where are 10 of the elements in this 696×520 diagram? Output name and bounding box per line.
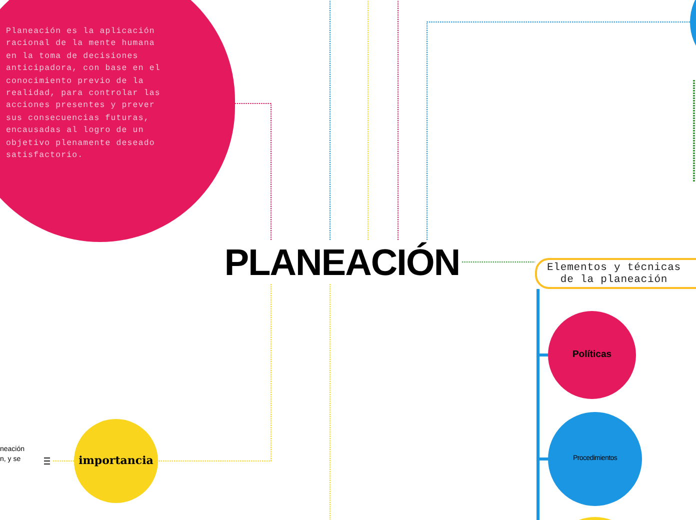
topic-label: importancia <box>78 452 154 469</box>
connector-line <box>234 103 272 240</box>
connector-line <box>426 22 690 240</box>
connector-line <box>158 284 272 462</box>
topic-label: Planeación es la aplicación racional de la mente humana en la toma de decisiones anticipadora, con base en el conocimiento previo de la realidad, para controlar las acciones presentes y prever sus consecuencias futuras, encausadas al logro de un objetivo plenamente deseado satisfactorio. <box>6 26 162 162</box>
topic-box <box>535 258 696 289</box>
title-text: PLANEACIÓN <box>224 244 460 280</box>
topic-label: Políticas <box>572 348 612 362</box>
topic-label: Elementos y técnicas de la planeación <box>546 262 682 286</box>
connector-line <box>52 460 74 462</box>
